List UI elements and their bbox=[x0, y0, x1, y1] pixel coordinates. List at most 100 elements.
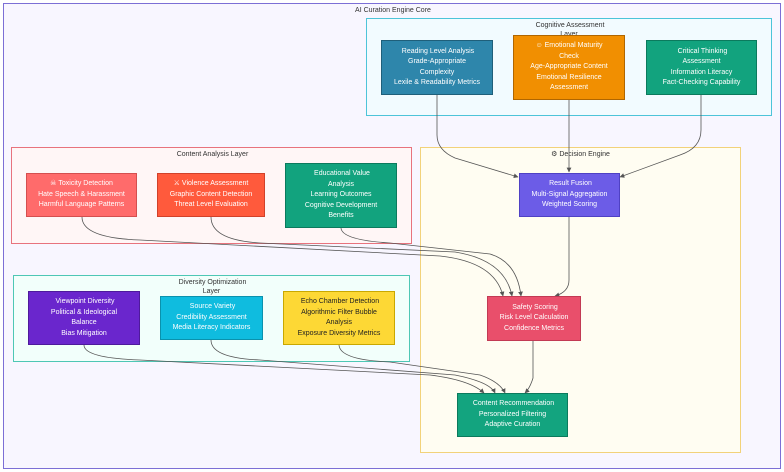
viewpoint-line-2: Political & Ideological bbox=[51, 308, 117, 319]
decision-title: ⚙Decision Engine bbox=[421, 150, 740, 159]
emotional-line-5: Assessment bbox=[550, 83, 588, 94]
emotional-line-4: Emotional Resilience bbox=[536, 73, 601, 84]
gear-icon: ⚙ bbox=[551, 151, 558, 158]
emotional-text-5: Assessment bbox=[549, 84, 589, 92]
emotional-text-4: Emotional Resilience bbox=[536, 73, 602, 81]
cognitive-title-line-2: Layer bbox=[560, 31, 578, 38]
result-line-2: Multi-Signal Aggregation bbox=[532, 190, 608, 201]
reading-text-2: Grade-Appropriate bbox=[408, 58, 466, 65]
safety-text-3: Confidence Metrics bbox=[504, 324, 564, 332]
critical-line-3: Information Literacy bbox=[671, 68, 732, 79]
toxicity-text-3: Harmful Language Patterns bbox=[38, 201, 125, 209]
edge-critical-to-result bbox=[619, 95, 702, 178]
safety-line-2: Risk Level Calculation bbox=[500, 313, 569, 324]
safety-line-3: Confidence Metrics bbox=[504, 324, 564, 335]
reading-line-2: Grade-Appropriate bbox=[408, 57, 466, 68]
educational-text-5: Benefits bbox=[328, 212, 354, 220]
source-text-2: Credibility Assessment bbox=[176, 313, 247, 321]
educational-text-1: Educational Value bbox=[314, 170, 370, 178]
critical-line-4: Fact-Checking Capability bbox=[663, 78, 741, 89]
skull-icon: ☠ bbox=[50, 180, 57, 188]
reading-line-3: Complexity bbox=[420, 68, 455, 79]
emotional-text-2: Check bbox=[559, 52, 579, 60]
echo-text-2: Algorithmic Filter Bubble bbox=[301, 308, 377, 316]
result-text-2: Multi-Signal Aggregation bbox=[531, 190, 608, 198]
viewpoint-line-4: Bias Mitigation bbox=[61, 329, 107, 340]
echo-line-4: Exposure Diversity Metrics bbox=[298, 329, 381, 340]
decision-title-text: Decision Engine bbox=[559, 151, 610, 158]
cognitive-title: Cognitive Assessment Layer bbox=[367, 21, 771, 39]
educational-line-5: Benefits bbox=[328, 211, 353, 222]
critical-text-1: Critical Thinking bbox=[677, 47, 728, 55]
result-line-1: Result Fusion bbox=[547, 179, 592, 190]
educational-line-1: Educational Value bbox=[312, 169, 370, 180]
educational-text-3: Learning Outcomes bbox=[310, 191, 372, 199]
violence-line-3: Threat Level Evaluation bbox=[174, 200, 248, 211]
echo-line-1: Echo Chamber Detection bbox=[299, 297, 379, 308]
viewpoint-text-2: Political & Ideological bbox=[50, 308, 118, 316]
source-line-1: Source Variety bbox=[188, 302, 235, 313]
emotional-line-2: Check bbox=[559, 52, 579, 63]
diversity-title-line-2: Layer bbox=[202, 288, 221, 295]
echo-line-3: Analysis bbox=[326, 318, 352, 329]
recommend-line-2: Personalized Filtering bbox=[479, 410, 546, 421]
toxicity-line-2: Hate Speech & Harassment bbox=[38, 190, 125, 201]
emotional-text-3: Age-Appropriate Content bbox=[530, 63, 608, 71]
critical-text-2: Assessment bbox=[682, 58, 721, 65]
safety-text-1: Safety Scoring bbox=[512, 303, 558, 311]
source-line-2: Credibility Assessment bbox=[176, 313, 246, 324]
edge-safety-to-recommend bbox=[524, 341, 534, 394]
toxicity-line-1: ☠Toxicity Detection bbox=[50, 179, 113, 190]
echo-text-1: Echo Chamber Detection bbox=[300, 298, 380, 305]
safety-line-1: Safety Scoring bbox=[510, 303, 558, 314]
edge-violence-to-safety bbox=[210, 216, 514, 297]
critical-text-3: Information Literacy bbox=[670, 68, 733, 76]
edge-toxicity-to-safety bbox=[81, 216, 505, 297]
source-text-3: Media Literacy Indicators bbox=[172, 324, 251, 332]
edge-echo-to-recommend bbox=[338, 344, 506, 394]
recommend-line-3: Adaptive Curation bbox=[485, 420, 541, 431]
viewpoint-text-4: Bias Mitigation bbox=[61, 329, 107, 337]
reading-text-1: Reading Level Analysis bbox=[401, 47, 475, 55]
echo-line-2: Algorithmic Filter Bubble bbox=[301, 308, 377, 319]
reading-line-1: Reading Level Analysis bbox=[400, 47, 474, 58]
educational-text-4: Cognitive Development bbox=[304, 201, 378, 209]
echo-text-3: Analysis bbox=[325, 319, 353, 326]
recommend-text-1: Content Recommendation bbox=[472, 400, 555, 408]
result-line-3: Weighted Scoring bbox=[542, 200, 597, 211]
edge-source-to-recommend bbox=[210, 339, 496, 394]
edge-result-to-safety bbox=[554, 217, 570, 298]
reading-text-4: Lexile & Readability Metrics bbox=[394, 79, 480, 86]
violence-line-1: ⚔Violence Assessment bbox=[174, 179, 249, 190]
crossed-swords-icon: ⚔ bbox=[173, 180, 180, 188]
viewpoint-text-3: Balance bbox=[71, 319, 97, 326]
recommend-text-3: Adaptive Curation bbox=[484, 421, 541, 429]
violence-text-2: Graphic Content Detection bbox=[169, 190, 253, 198]
cognitive-title-line-1: Cognitive Assessment bbox=[535, 22, 605, 29]
educational-text-2: Analysis bbox=[327, 180, 355, 188]
smiley-icon: ☺ bbox=[535, 42, 543, 50]
toxicity-text-2: Hate Speech & Harassment bbox=[38, 190, 125, 198]
source-line-3: Media Literacy Indicators bbox=[173, 323, 251, 334]
edge-viewpoint-to-recommend bbox=[83, 344, 485, 394]
source-text-1: Source Variety bbox=[189, 303, 236, 311]
toxicity-line-3: Harmful Language Patterns bbox=[39, 200, 125, 211]
critical-line-2: Assessment bbox=[682, 57, 720, 68]
result-text-1: Result Fusion bbox=[549, 180, 592, 188]
recommend-text-2: Personalized Filtering bbox=[478, 410, 547, 418]
diversity-title-line-1: Diversity Optimization bbox=[178, 279, 247, 286]
educational-line-2: Analysis bbox=[328, 180, 354, 191]
recommend-line-1: Content Recommendation bbox=[471, 399, 554, 410]
